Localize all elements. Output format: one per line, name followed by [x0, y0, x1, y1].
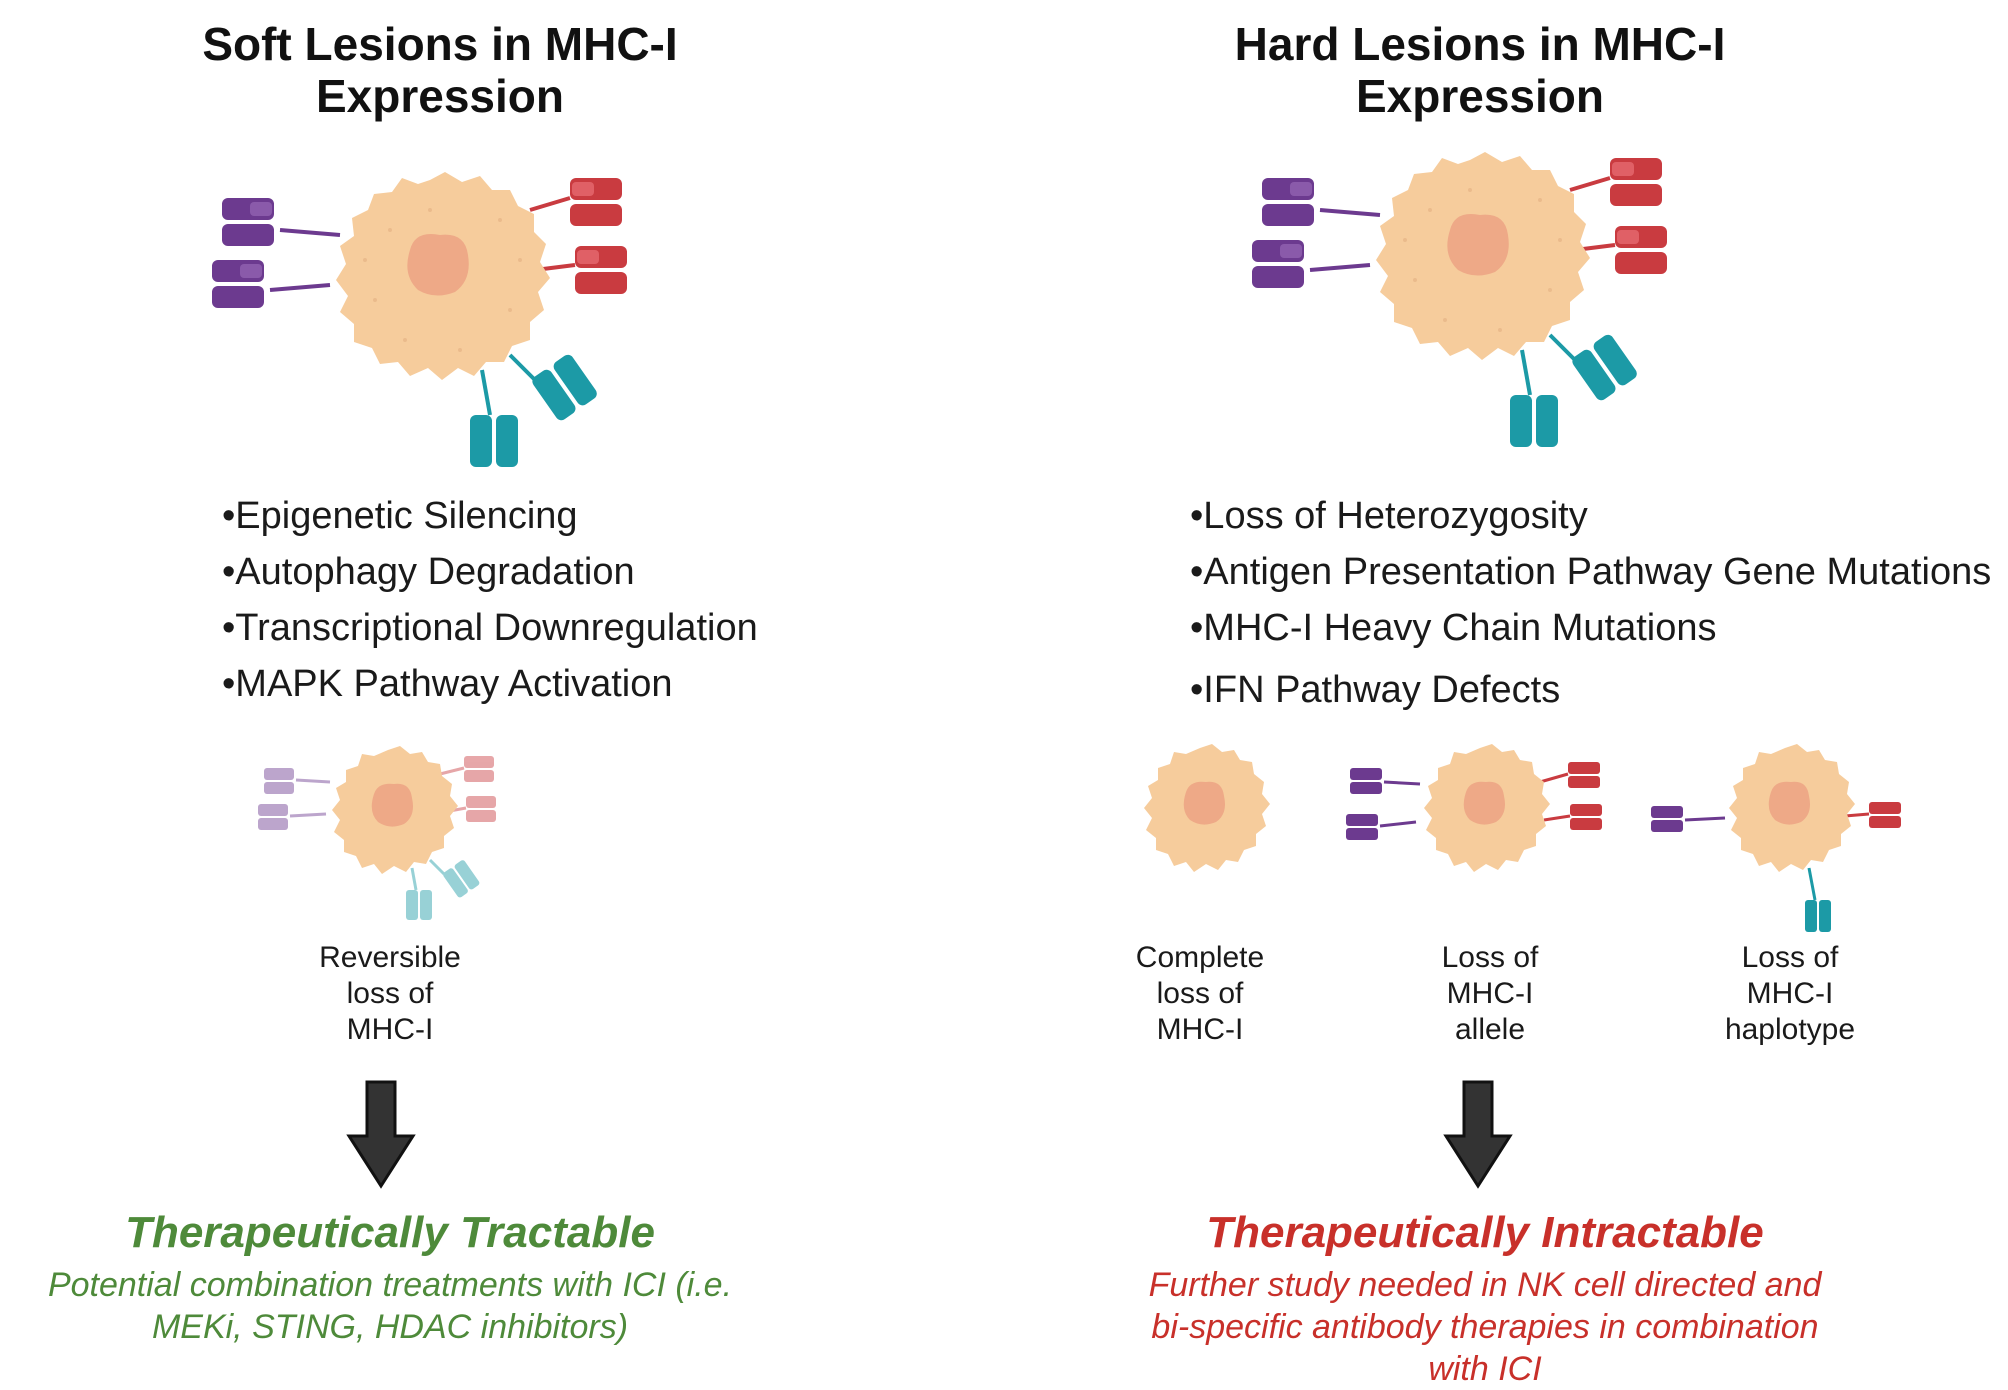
- list-item: •Epigenetic Silencing: [222, 495, 578, 537]
- caption-line: MHC-I: [1156, 1013, 1244, 1046]
- caption-line: loss of: [346, 977, 434, 1010]
- down-arrow-icon: [1443, 1080, 1513, 1189]
- tumor-cell-icon: [1346, 744, 1602, 872]
- hard-lesions-title-line2: Expression: [1356, 70, 1604, 122]
- description-line: MEKi, STING, HDAC inhibitors): [151, 1308, 629, 1346]
- list-item: •MAPK Pathway Activation: [222, 663, 673, 705]
- list-item: •IFN Pathway Defects: [1190, 669, 1561, 711]
- tractable-description: Potential combination treatments with IC…: [0, 1264, 780, 1348]
- caption-line: Loss of: [1441, 941, 1539, 974]
- hard-lesion-causes-list: •Loss of Heterozygosity •Antigen Present…: [1190, 488, 1991, 718]
- list-item: •Loss of Heterozygosity: [1190, 495, 1588, 537]
- caption-line: Loss of: [1741, 941, 1839, 974]
- mhc-receptor-icon: [1510, 349, 1558, 447]
- mhc-receptor-icon: [1574, 226, 1667, 274]
- complete-loss-caption: Complete loss of MHC-I: [1100, 940, 1300, 1048]
- description-line: with ICI: [1428, 1350, 1542, 1388]
- allele-loss-caption: Loss of MHC-I allele: [1390, 940, 1590, 1048]
- hard-lesions-title: Hard Lesions in MHC-I Expression: [1180, 18, 1780, 122]
- mhc-receptor-icon: [470, 369, 518, 467]
- caption-line: haplotype: [1724, 1013, 1856, 1046]
- tumor-cell-icon: [212, 172, 627, 467]
- mhc-receptor-icon: [534, 246, 627, 294]
- down-arrow-icon: [346, 1080, 416, 1189]
- caption-line: MHC-I: [1446, 977, 1534, 1010]
- caption-line: loss of: [1156, 977, 1244, 1010]
- description-line: Further study needed in NK cell directed…: [1148, 1266, 1822, 1304]
- list-item: •Autophagy Degradation: [222, 551, 635, 593]
- list-item: •MHC-I Heavy Chain Mutations: [1190, 607, 1717, 649]
- intractable-title: Therapeutically Intractable: [1206, 1208, 1764, 1257]
- reversible-loss-caption: Reversible loss of MHC-I: [290, 940, 490, 1048]
- intractable-description: Further study needed in NK cell directed…: [1090, 1264, 1880, 1390]
- mhc-receptor-icon: [1548, 333, 1637, 401]
- mhc-receptor-icon: [1252, 240, 1371, 288]
- caption-line: MHC-I: [346, 1013, 434, 1046]
- mhc-receptor-icon: [508, 353, 597, 421]
- mhc-receptor-icon: [529, 178, 622, 226]
- soft-lesions-title-line2: Expression: [316, 70, 564, 122]
- soft-lesions-title-line1: Soft Lesions in MHC-I: [202, 18, 678, 70]
- mhc-receptor-icon: [212, 260, 331, 308]
- tractable-title: Therapeutically Tractable: [125, 1208, 655, 1257]
- description-line: bi-specific antibody therapies in combin…: [1151, 1308, 1819, 1346]
- soft-lesion-causes-list: •Epigenetic Silencing •Autophagy Degrada…: [222, 488, 758, 712]
- description-line: Potential combination treatments with IC…: [47, 1266, 733, 1304]
- tumor-cell-icon: [258, 746, 496, 920]
- list-item: •Antigen Presentation Pathway Gene Mutat…: [1190, 551, 1992, 593]
- haplotype-loss-caption: Loss of MHC-I haplotype: [1690, 940, 1890, 1048]
- caption-line: Complete: [1135, 941, 1265, 974]
- mhc-receptor-icon: [222, 198, 341, 246]
- tumor-cell-icon: [1252, 152, 1667, 447]
- hard-lesions-title-line1: Hard Lesions in MHC-I: [1234, 18, 1726, 70]
- caption-line: allele: [1454, 1013, 1526, 1046]
- soft-lesions-title: Soft Lesions in MHC-I Expression: [140, 18, 740, 122]
- tumor-cell-icon: [1144, 744, 1270, 872]
- tumor-cell-icon: [1651, 744, 1901, 932]
- mhc-receptor-icon: [1569, 158, 1662, 206]
- list-item: •Transcriptional Downregulation: [222, 607, 758, 649]
- caption-line: MHC-I: [1746, 977, 1834, 1010]
- caption-line: Reversible: [319, 941, 461, 974]
- mhc-receptor-icon: [1262, 178, 1381, 226]
